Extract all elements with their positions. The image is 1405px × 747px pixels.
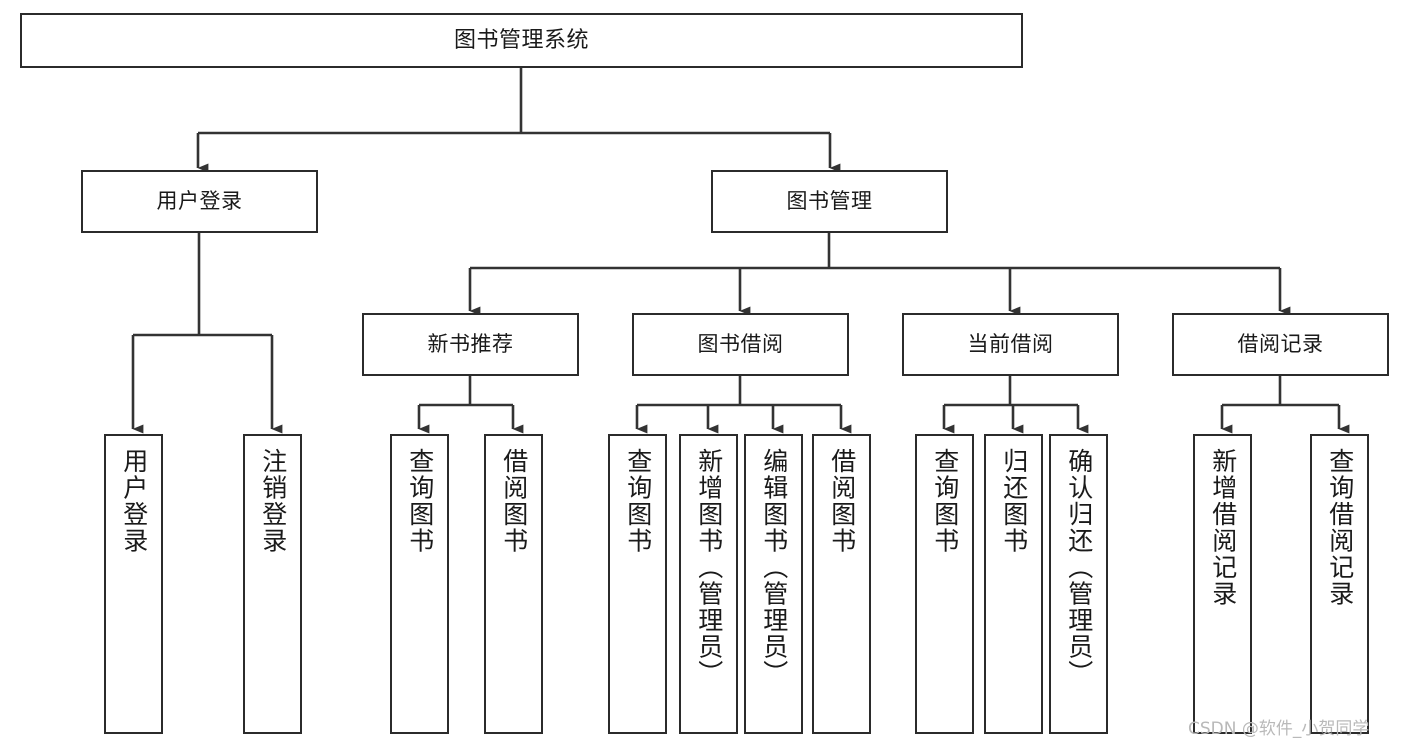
node-label: 确认归还（管理员） bbox=[1064, 448, 1094, 687]
node-leaf-query-book-3[interactable]: 查询图书 bbox=[915, 434, 974, 734]
node-book-borrow[interactable]: 图书借阅 bbox=[632, 313, 849, 376]
node-leaf-add-book[interactable]: 新增图书（管理员） bbox=[679, 434, 738, 734]
node-leaf-user-login[interactable]: 用户登录 bbox=[104, 434, 163, 734]
node-label: 图书管理系统 bbox=[453, 27, 589, 53]
node-label: 图书管理 bbox=[786, 189, 873, 214]
node-leaf-confirm-return[interactable]: 确认归还（管理员） bbox=[1049, 434, 1108, 734]
node-leaf-borrow-book-1[interactable]: 借阅图书 bbox=[484, 434, 543, 734]
node-label: 用户登录 bbox=[156, 189, 243, 214]
node-label: 查询图书 bbox=[405, 448, 435, 554]
node-leaf-edit-book[interactable]: 编辑图书（管理员） bbox=[744, 434, 803, 734]
node-label: 新增图书（管理员） bbox=[694, 448, 724, 687]
node-root-book-management-system[interactable]: 图书管理系统 bbox=[20, 13, 1023, 68]
node-label: 新书推荐 bbox=[427, 332, 514, 357]
node-label: 当前借阅 bbox=[967, 332, 1054, 357]
node-new-book-recommend[interactable]: 新书推荐 bbox=[362, 313, 579, 376]
node-label: 注销登录 bbox=[258, 448, 288, 554]
node-book-management[interactable]: 图书管理 bbox=[711, 170, 948, 233]
node-current-borrow[interactable]: 当前借阅 bbox=[902, 313, 1119, 376]
node-label: 用户登录 bbox=[119, 448, 149, 554]
node-label: 新增借阅记录 bbox=[1208, 448, 1238, 607]
node-label: 借阅图书 bbox=[827, 448, 857, 554]
watermark-text: CSDN @软件_小贺同学 bbox=[1188, 719, 1370, 739]
node-label: 编辑图书（管理员） bbox=[759, 448, 789, 687]
node-label: 查询图书 bbox=[930, 448, 960, 554]
node-leaf-query-book-2[interactable]: 查询图书 bbox=[608, 434, 667, 734]
node-leaf-borrow-book-2[interactable]: 借阅图书 bbox=[812, 434, 871, 734]
node-leaf-query-book-1[interactable]: 查询图书 bbox=[390, 434, 449, 734]
node-label: 查询借阅记录 bbox=[1325, 448, 1355, 607]
node-label: 借阅记录 bbox=[1237, 332, 1324, 357]
node-leaf-return-book[interactable]: 归还图书 bbox=[984, 434, 1043, 734]
node-borrow-record[interactable]: 借阅记录 bbox=[1172, 313, 1389, 376]
node-label: 图书借阅 bbox=[697, 332, 784, 357]
node-leaf-add-borrow-record[interactable]: 新增借阅记录 bbox=[1193, 434, 1252, 734]
node-user-login[interactable]: 用户登录 bbox=[81, 170, 318, 233]
node-label: 查询图书 bbox=[623, 448, 653, 554]
node-label: 借阅图书 bbox=[499, 448, 529, 554]
node-label: 归还图书 bbox=[999, 448, 1029, 554]
node-leaf-query-borrow-record[interactable]: 查询借阅记录 bbox=[1310, 434, 1369, 734]
node-leaf-logout-login[interactable]: 注销登录 bbox=[243, 434, 302, 734]
